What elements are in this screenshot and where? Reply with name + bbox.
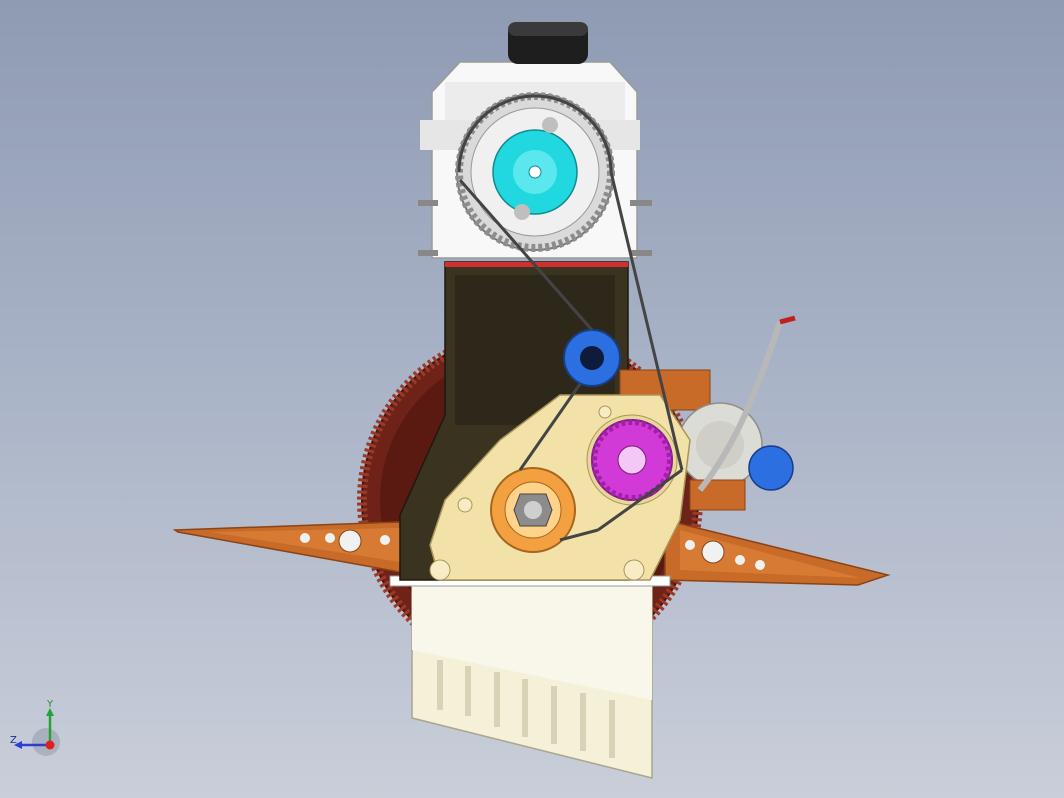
engine-mount-right[interactable]: [664, 519, 891, 586]
dipstick[interactable]: [697, 315, 796, 492]
idler-pulley[interactable]: [563, 329, 621, 387]
triad-disc: [32, 728, 60, 756]
engine-mount-left[interactable]: [172, 521, 401, 573]
intermediate-gear[interactable]: [586, 414, 678, 506]
z-axis-label: Z: [10, 735, 17, 746]
x-axis-dot: [45, 740, 55, 750]
crankshaft-pulley[interactable]: [490, 467, 576, 553]
timing-belt[interactable]: [457, 94, 684, 542]
y-arrow-icon: [46, 708, 54, 716]
water-pump-housing[interactable]: [619, 369, 794, 511]
oil-pan[interactable]: [389, 575, 671, 779]
y-axis-label: Y: [46, 700, 54, 710]
oil-filler-cap[interactable]: [508, 22, 588, 64]
coordinate-triad: Y Z: [10, 700, 60, 756]
z-arrow-icon: [14, 741, 22, 749]
